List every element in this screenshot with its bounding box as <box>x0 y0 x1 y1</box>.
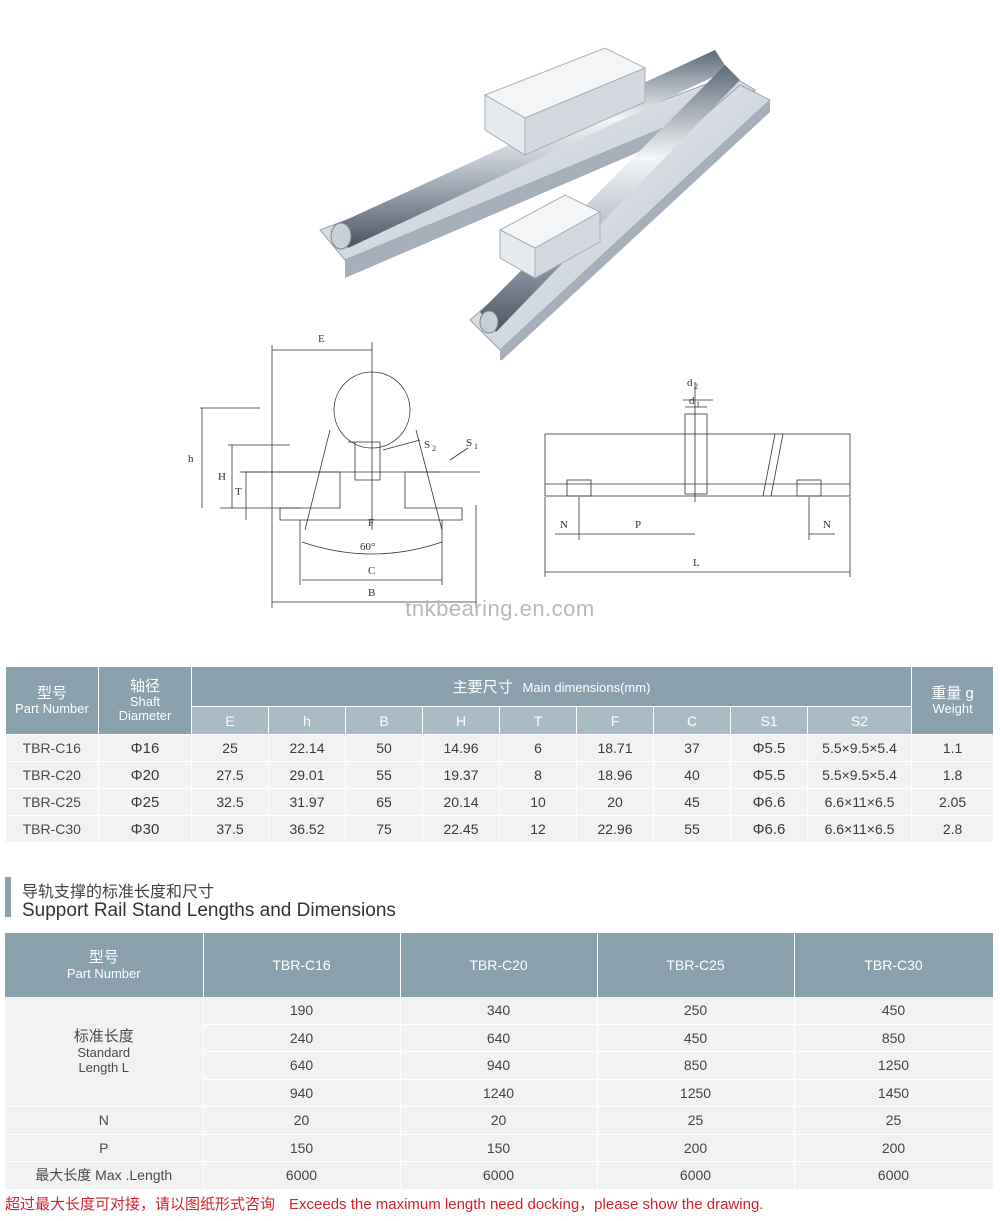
standard-length-label: 标准长度 Standard Length L <box>5 997 204 1107</box>
dim-d1-sub: 1 <box>696 400 700 409</box>
table-row: 标准长度 Standard Length L 190 340 250 450 <box>5 997 994 1107</box>
header-shaft-diameter: 轴径 Shaft Diameter <box>98 666 192 735</box>
col-H: H <box>422 706 500 735</box>
dim-T-label: T <box>235 486 242 498</box>
dim-L-label: L <box>693 557 700 569</box>
dim-B-label: B <box>368 587 375 599</box>
dim-E-label: E <box>318 333 325 345</box>
table-row: TBR-C16 Φ16 25 22.14 50 14.96 6 18.71 37… <box>5 734 995 762</box>
section-accent-bar <box>5 877 11 917</box>
table-row: TBR-C30 Φ30 37.5 36.52 75 22.45 12 22.96… <box>5 815 995 843</box>
dim-S2-sub: 2 <box>432 444 436 453</box>
dim-angle-label: 60° <box>360 541 375 553</box>
table-row: P 150 150 200 200 <box>5 1134 994 1162</box>
table-row: 940 1240 1250 1450 <box>5 1079 994 1107</box>
dim-d2-sub: 2 <box>694 382 698 391</box>
col-B: B <box>345 706 423 735</box>
section-title-cn: 导轨支撑的标准长度和尺寸 <box>22 884 215 901</box>
max-length-label: 最大长度 Max .Length <box>5 1161 204 1190</box>
watermark: tnkbearing.en.com <box>405 596 595 621</box>
dim-N-right-label: N <box>823 519 831 531</box>
dim-F-label: F <box>368 517 374 529</box>
note-cn: 超过最大长度可对接，请以图纸形式咨询 <box>5 1196 276 1213</box>
dim-d1-label: d <box>689 395 695 407</box>
table-row: N 20 20 25 25 <box>5 1106 994 1135</box>
dim-S2-label: S <box>424 439 430 451</box>
table-row: 最大长度 Max .Length 6000 6000 6000 6000 <box>5 1161 994 1190</box>
header-model-c30: TBR-C30 <box>794 933 994 997</box>
dim-C-label: C <box>368 565 375 577</box>
header-model-c25: TBR-C25 <box>597 933 795 997</box>
p-label: P <box>5 1134 204 1162</box>
dim-N-left-label: N <box>560 519 568 531</box>
header-main-dimensions: 主要尺寸 Main dimensions(mm) <box>190 666 913 707</box>
table-row: 240 640 450 850 <box>5 1024 994 1052</box>
dim-S1-label: S <box>466 437 472 449</box>
header-part-number-2: 型号 Part Number <box>5 933 204 997</box>
dim-S1-sub: 1 <box>474 442 478 451</box>
col-S1: S1 <box>730 706 808 735</box>
header-model-c20: TBR-C20 <box>400 933 598 997</box>
dim-P-label: P <box>635 519 641 531</box>
header-part-number: 型号 Part Number <box>5 666 99 735</box>
main-dimensions-table: 型号 Part Number 轴径 Shaft Diameter 主要尺寸 Ma… <box>5 666 995 843</box>
table-row: TBR-C25 Φ25 32.5 31.97 65 20.14 10 20 45… <box>5 788 995 816</box>
header-weight: 重量 g Weight <box>911 666 995 735</box>
docking-note: 超过最大长度可对接，请以图纸形式咨询 Exceeds the maximum le… <box>5 1193 763 1214</box>
section-title-en: Support Rail Stand Lengths and Dimension… <box>22 900 396 921</box>
note-en: Exceeds the maximum length need docking，… <box>289 1196 764 1213</box>
col-C: C <box>653 706 731 735</box>
dim-H-label: H <box>218 471 226 483</box>
col-T: T <box>499 706 577 735</box>
header-model-c16: TBR-C16 <box>203 933 401 997</box>
col-F: F <box>576 706 654 735</box>
col-h: h <box>268 706 346 735</box>
dim-h-label: h <box>188 453 194 465</box>
table-row: 640 940 850 1250 <box>5 1051 994 1080</box>
col-E: E <box>191 706 269 735</box>
col-S2: S2 <box>806 706 913 735</box>
side-view-drawing: d 2 d 1 N P N L <box>544 377 851 577</box>
cross-section-drawing: E h H T S 2 S 1 F 60° C B <box>188 333 480 608</box>
standard-lengths-table: 型号 Part Number TBR-C16 TBR-C20 TBR-C25 T… <box>5 933 994 1190</box>
dim-d2-label: d <box>687 377 693 389</box>
product-photo <box>319 47 771 360</box>
table-row: TBR-C20 Φ20 27.5 29.01 55 19.37 8 18.96 … <box>5 761 995 789</box>
n-label: N <box>5 1106 204 1135</box>
